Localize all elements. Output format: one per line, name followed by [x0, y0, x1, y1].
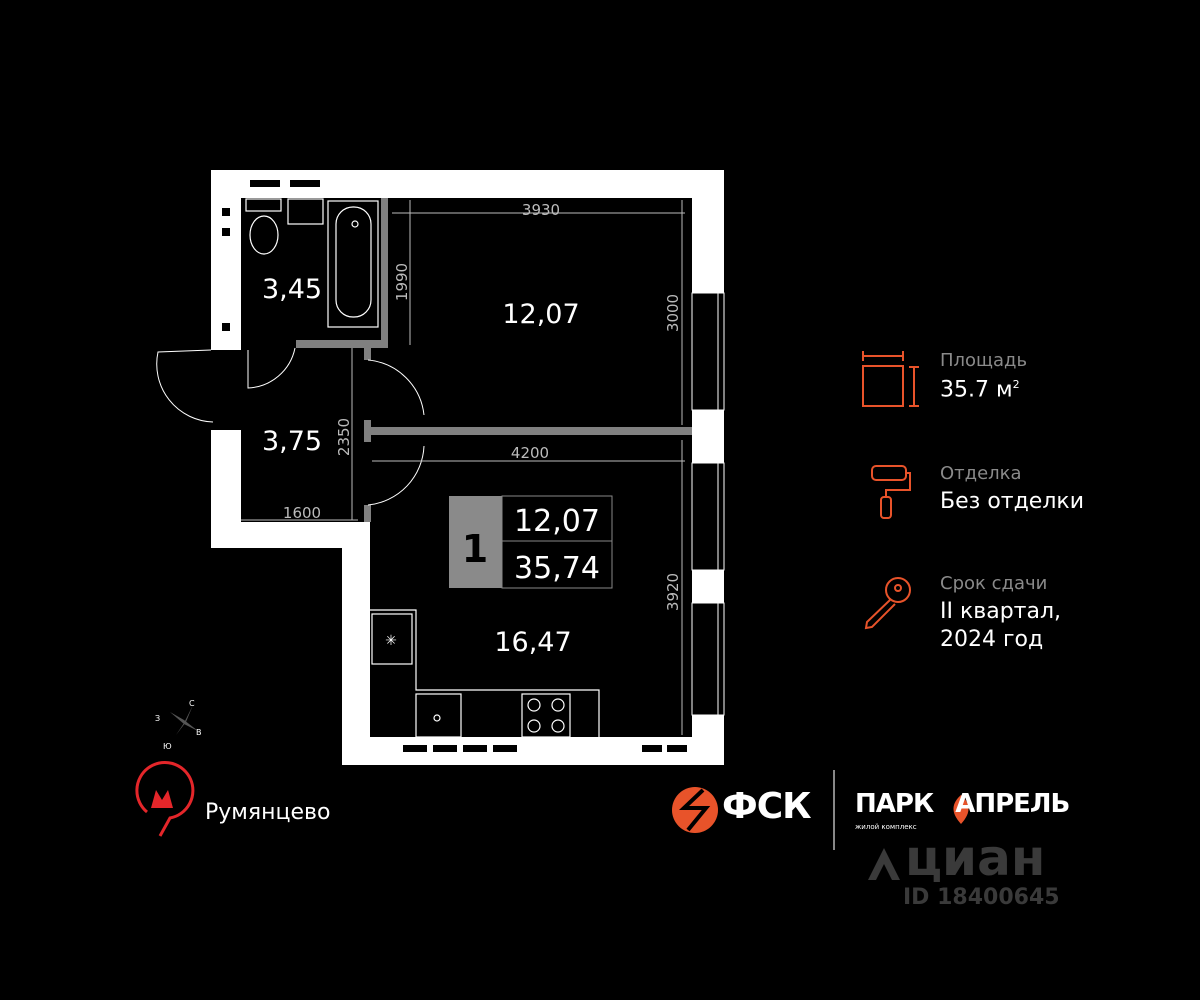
bath-wall-bottom [296, 340, 388, 348]
complex-sub: жилой комплекс [855, 823, 917, 831]
kitchen-counter [370, 609, 600, 738]
listing-id: ID 18400645 [903, 885, 1060, 910]
finish-value: Без отделки [940, 489, 1084, 514]
area-value: 35.7 м2 [940, 371, 1027, 404]
compass-east: В [196, 728, 202, 737]
compass-north: С [189, 699, 195, 708]
cian-logo-icon [868, 848, 900, 880]
dim-bath-height: 1990 [393, 263, 411, 301]
bath-wall-right [381, 198, 388, 348]
dim-hall-height: 2350 [335, 418, 353, 456]
finish-label: Отделка [940, 463, 1022, 484]
area-unit-sup: 2 [1012, 378, 1020, 391]
dim-kitchen-width: 4200 [511, 444, 549, 462]
bathroom-floor [241, 198, 388, 348]
fridge-icon: ✳ [385, 633, 397, 649]
metro-station: Румянцево [205, 800, 331, 825]
area-info: Площадь 35.7 м2 [940, 350, 1027, 404]
room-floor [381, 198, 692, 438]
logo-divider [833, 770, 835, 850]
bathtub-icon [327, 200, 379, 328]
badge-total-area: 35,74 [514, 551, 600, 586]
developer-logo: ФСК [722, 786, 812, 827]
hallway-floor [241, 342, 372, 522]
badge-living-area: 12,07 [514, 504, 600, 539]
hall-wall-3 [364, 505, 371, 522]
deadline-label: Срок сдачи [940, 573, 1048, 594]
compass-icon: С З В Ю [155, 699, 202, 751]
finish-info: Отделка Без отделки [940, 463, 1084, 516]
toilet-icon [245, 198, 282, 255]
area-value-text: 35.7 м [940, 377, 1013, 403]
area-label: Площадь [940, 350, 1028, 371]
compass-south: Ю [163, 742, 172, 751]
complex-name-1: ПАРК [855, 789, 934, 819]
key-icon [864, 577, 911, 630]
badge-total-box [501, 540, 613, 589]
hall-wall-1 [364, 348, 371, 360]
hall-wall-2 [364, 420, 371, 442]
paint-roller-icon [871, 465, 911, 519]
room-kitchen-wall [365, 427, 692, 435]
badge-rooms-bg [449, 496, 502, 588]
windows-right [691, 292, 725, 716]
deadline-line1: II квартал, [940, 599, 1062, 624]
deadline-line2: 2024 год [940, 627, 1044, 652]
entrance-gap [205, 352, 245, 428]
area-bathroom: 3,45 [262, 274, 322, 305]
dim-room-width: 3930 [522, 201, 560, 219]
compass-west: З [155, 714, 160, 723]
dim-room-height: 3000 [664, 294, 682, 332]
area-hallway: 3,75 [262, 426, 322, 457]
watermark: циан [905, 829, 1046, 887]
sink-icon [287, 198, 324, 225]
area-icon [862, 351, 919, 407]
complex-name-2: АПРЕЛЬ [955, 789, 1070, 819]
area-kitchen: 16,47 [494, 627, 571, 658]
dim-hall-width: 1600 [283, 504, 321, 522]
radiators [222, 180, 687, 752]
badge-rooms-count: 1 [462, 527, 488, 571]
area-room: 12,07 [502, 299, 579, 330]
deadline-info: Срок сдачи II квартал, 2024 год [940, 573, 1061, 654]
metro-icon [135, 760, 195, 837]
complex-logo: ПАРК АПРЕЛЬ жилой комплекс [855, 789, 1070, 831]
leaf-logo-icon [953, 795, 969, 824]
dim-kitchen-height: 3920 [664, 573, 682, 611]
doors [156, 347, 425, 506]
fsk-logo-icon [672, 787, 718, 833]
dimension-lines [241, 200, 685, 735]
